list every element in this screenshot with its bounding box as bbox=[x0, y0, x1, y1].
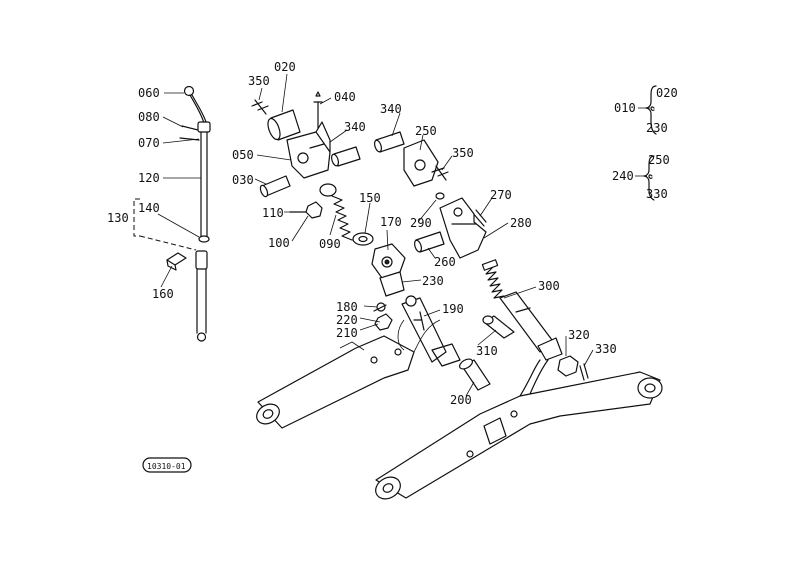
lower-links bbox=[256, 319, 663, 500]
left-check-link bbox=[373, 295, 491, 391]
label-340-b: 340 bbox=[380, 102, 402, 116]
label-110: 110 bbox=[262, 206, 284, 220]
label-320: 320 bbox=[568, 328, 590, 342]
label-280: 280 bbox=[510, 216, 532, 230]
label-210: 210 bbox=[336, 326, 358, 340]
label-230: 230 bbox=[422, 274, 444, 288]
label-070: 070 bbox=[138, 136, 160, 150]
label-310: 310 bbox=[476, 344, 498, 358]
label-090: 090 bbox=[319, 237, 341, 251]
part-labels: 020 350 040 340 050 030 110 100 090 150 … bbox=[107, 60, 617, 407]
label-150: 150 bbox=[359, 191, 381, 205]
label-220: 220 bbox=[336, 313, 358, 327]
label-040: 040 bbox=[334, 90, 356, 104]
label-060: 060 bbox=[138, 86, 160, 100]
label-160: 160 bbox=[152, 287, 174, 301]
label-190: 190 bbox=[442, 302, 464, 316]
diagram-code-badge: 10310-01 bbox=[142, 457, 192, 473]
label-300: 300 bbox=[538, 279, 560, 293]
label-260: 260 bbox=[434, 255, 456, 269]
legend-labels: 010 020 230 240 250 330 bbox=[612, 86, 678, 201]
label-200: 200 bbox=[450, 393, 472, 407]
label-020: 020 bbox=[274, 60, 296, 74]
label-100: 100 bbox=[268, 236, 290, 250]
legend-240-from: 250 bbox=[648, 153, 670, 167]
legend-010-from: 020 bbox=[656, 86, 678, 100]
leader-lines bbox=[157, 73, 594, 397]
diagram-code: 10310-01 bbox=[147, 462, 186, 471]
label-290: 290 bbox=[410, 216, 432, 230]
label-250: 250 bbox=[415, 124, 437, 138]
legend-240-label: 240 bbox=[612, 169, 634, 183]
label-030: 030 bbox=[232, 173, 254, 187]
label-340-a: 340 bbox=[344, 120, 366, 134]
legend-240-to: 330 bbox=[646, 187, 668, 201]
label-130: 130 bbox=[107, 211, 129, 225]
label-120: 120 bbox=[138, 171, 160, 185]
label-180: 180 bbox=[336, 300, 358, 314]
lift-rod-assembly bbox=[133, 85, 211, 342]
label-350-b: 350 bbox=[452, 146, 474, 160]
label-330: 330 bbox=[595, 342, 617, 356]
upper-bracket-assembly bbox=[251, 91, 406, 297]
label-350-a: 350 bbox=[248, 74, 270, 88]
legend-010-to: 230 bbox=[646, 121, 668, 135]
label-050: 050 bbox=[232, 148, 254, 162]
legend-010-label: 010 bbox=[614, 101, 636, 115]
right-link-assembly bbox=[373, 131, 589, 381]
label-080: 080 bbox=[138, 110, 160, 124]
label-270: 270 bbox=[490, 188, 512, 202]
legend-braces bbox=[635, 85, 657, 201]
label-170: 170 bbox=[380, 215, 402, 229]
label-140: 140 bbox=[138, 201, 160, 215]
